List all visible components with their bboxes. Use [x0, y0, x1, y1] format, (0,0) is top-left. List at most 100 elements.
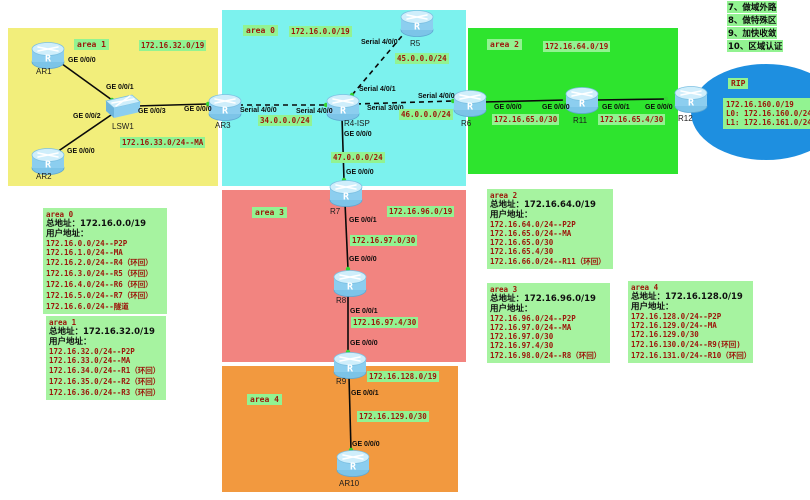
device-R6[interactable]: R — [451, 88, 489, 118]
network-label: 172.16.97.0/30 — [350, 235, 418, 246]
device-R5[interactable]: R — [398, 8, 436, 38]
device-R7[interactable]: R — [327, 178, 365, 208]
svg-text:R: R — [688, 98, 695, 109]
interface-label: GE 0/0/0 — [494, 104, 522, 111]
device-label-R8: R8 — [336, 296, 347, 305]
svg-text:R: R — [340, 106, 347, 117]
device-label-R6: R6 — [461, 119, 472, 128]
note-line: 172.16.97.4/30 — [490, 341, 554, 350]
note-line: 总地址：172.16.96.0/19 — [490, 294, 596, 304]
link-ar1-lsw1[interactable] — [57, 60, 113, 101]
svg-text:R: R — [343, 192, 350, 203]
note-line: 172.16.4.0/24--R6（环回） — [46, 280, 153, 289]
device-label-R4-ISP: R4-ISP — [344, 119, 370, 128]
note-line: area 1 — [49, 318, 77, 327]
interface-label: Serial 3/0/0 — [367, 105, 404, 112]
note-line: 用户地址： — [490, 210, 533, 220]
router-icon: R — [31, 42, 65, 69]
device-label-R7: R7 — [330, 207, 341, 216]
network-label: 45.0.0.0/24 — [395, 53, 449, 64]
device-R9[interactable]: R — [331, 350, 369, 380]
interface-label: GE 0/0/1 — [106, 84, 134, 91]
device-AR2[interactable]: R — [29, 146, 67, 176]
device-AR3[interactable]: R — [206, 92, 244, 122]
interface-label: GE 0/0/0 — [344, 131, 372, 138]
svg-text:R: R — [350, 462, 357, 473]
link-r7-r8[interactable] — [344, 202, 349, 270]
device-AR10[interactable]: R — [334, 448, 372, 478]
router-icon: R — [336, 450, 370, 477]
note-line: 172.16.128.0/24--P2P — [631, 312, 722, 321]
link-r4-r7[interactable] — [341, 116, 345, 181]
interface-label: Serial 4/0/0 — [418, 93, 455, 100]
link-r6-r11[interactable] — [482, 99, 566, 103]
device-label-LSW1: LSW1 — [112, 122, 134, 131]
svg-text:R: R — [347, 282, 354, 293]
device-R11[interactable]: R — [563, 85, 601, 115]
device-R8[interactable]: R — [331, 268, 369, 298]
interface-label: GE 0/0/0 — [542, 104, 570, 111]
router-icon: R — [31, 148, 65, 175]
device-label-AR1: AR1 — [36, 67, 52, 76]
device-AR1[interactable]: R — [29, 40, 67, 70]
network-label: 46.0.0.0/24 — [399, 109, 453, 120]
note-line: 172.16.129.0/30 — [631, 330, 699, 339]
note-line: 172.16.98.0/24--R8（环回） — [490, 351, 602, 360]
note-line: area 4 — [631, 283, 659, 292]
note-line: 172.16.96.0/24--P2P — [490, 314, 576, 323]
interface-label: GE 0/0/1 — [351, 390, 379, 397]
network-label: 172.16.96.0/19 — [387, 206, 455, 217]
device-label-AR3: AR3 — [215, 121, 231, 130]
note-line: 用户地址： — [631, 302, 674, 312]
network-label: 47.0.0.0/24 — [331, 152, 385, 163]
svg-text:R: R — [45, 54, 52, 65]
note-line: area 0 — [46, 210, 74, 219]
link-ar2-lsw1[interactable] — [56, 112, 115, 153]
device-LSW1[interactable] — [104, 90, 142, 120]
note-line: 172.16.5.0/24--R7（环回） — [46, 291, 153, 300]
interface-label: GE 0/0/0 — [350, 340, 378, 347]
network-label: 172.16.65.4/30 — [598, 114, 666, 125]
interface-label: GE 0/0/0 — [68, 57, 96, 64]
device-R12[interactable]: R — [672, 84, 710, 114]
link-r9-ar10[interactable] — [348, 375, 352, 451]
port-status-dot — [345, 266, 351, 272]
corner-note-item: 8、做特殊区 — [727, 14, 778, 26]
area-tag: area 2 — [487, 39, 522, 50]
interface-label: Serial 4/0/0 — [240, 107, 277, 114]
svg-text:R: R — [347, 364, 354, 375]
router-icon: R — [333, 352, 367, 379]
link-r11-r12[interactable] — [594, 98, 667, 101]
note-line: 172.16.6.0/24--隧道 — [46, 302, 129, 311]
note-line: 172.16.35.0/24--R2（环回） — [49, 377, 161, 386]
network-label: 172.16.64.0/19 — [543, 41, 611, 52]
note-line: 172.16.65.4/30 — [490, 247, 554, 256]
interface-label: GE 0/0/2 — [73, 113, 101, 120]
note-line: 用户地址： — [490, 304, 533, 314]
note-line: area 3 — [490, 285, 518, 294]
area-tag: area 3 — [252, 207, 287, 218]
link-lsw1-ar3[interactable] — [135, 103, 209, 107]
link-r4-r6[interactable] — [355, 100, 454, 105]
note-line: 172.16.97.0/24--MA — [490, 323, 572, 332]
device-R4-ISP[interactable]: R — [324, 92, 362, 122]
note-line: 172.16.130.0/24--R9(环回) — [631, 340, 741, 349]
note-line: 总地址：172.16.32.0/19 — [49, 327, 155, 337]
note-line: 172.16.64.0/24--P2P — [490, 220, 576, 229]
network-label: 172.16.97.4/30 — [351, 317, 419, 328]
device-label-R12: R12 — [678, 114, 693, 123]
area-tag: area 0 — [243, 25, 278, 36]
svg-text:R: R — [579, 99, 586, 110]
router-icon: R — [674, 86, 708, 113]
corner-note-item: 10、区域认证 — [727, 40, 784, 52]
note-line: 172.16.36.0/24--R3（环回） — [49, 388, 161, 397]
note-line: 172.16.3.0/24--R5（环回） — [46, 269, 153, 278]
network-label: 172.16.32.0/19 — [139, 40, 207, 51]
network-label: 172.16.33.0/24--MA — [120, 137, 206, 148]
